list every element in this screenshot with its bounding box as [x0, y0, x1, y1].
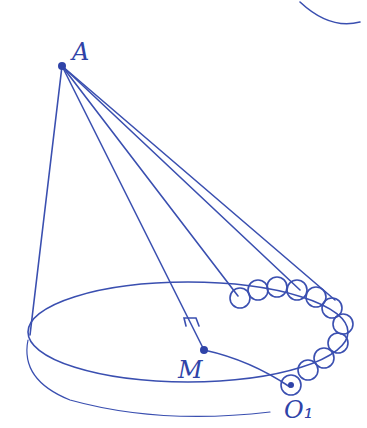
cone-base — [28, 282, 348, 382]
sphere — [333, 314, 353, 334]
cone-generator — [62, 66, 238, 296]
sphere — [287, 280, 307, 300]
cone-height — [62, 66, 204, 350]
sphere — [298, 360, 318, 380]
point-label: M — [178, 358, 203, 382]
point-label: A — [72, 40, 89, 64]
point-label: O₁ — [284, 398, 313, 422]
apex-point — [58, 62, 66, 70]
point-o1 — [288, 382, 294, 388]
sphere — [248, 280, 268, 300]
sphere — [230, 288, 250, 308]
center-point — [200, 346, 208, 354]
stray-stroke — [300, 2, 360, 24]
cone-generator — [62, 66, 300, 290]
sphere — [267, 277, 287, 297]
cone-side — [62, 66, 335, 300]
radius-line — [204, 350, 290, 387]
cone-side — [30, 66, 62, 335]
sphere — [281, 375, 301, 395]
base-shadow — [27, 340, 270, 416]
right-angle-mark — [184, 318, 199, 326]
